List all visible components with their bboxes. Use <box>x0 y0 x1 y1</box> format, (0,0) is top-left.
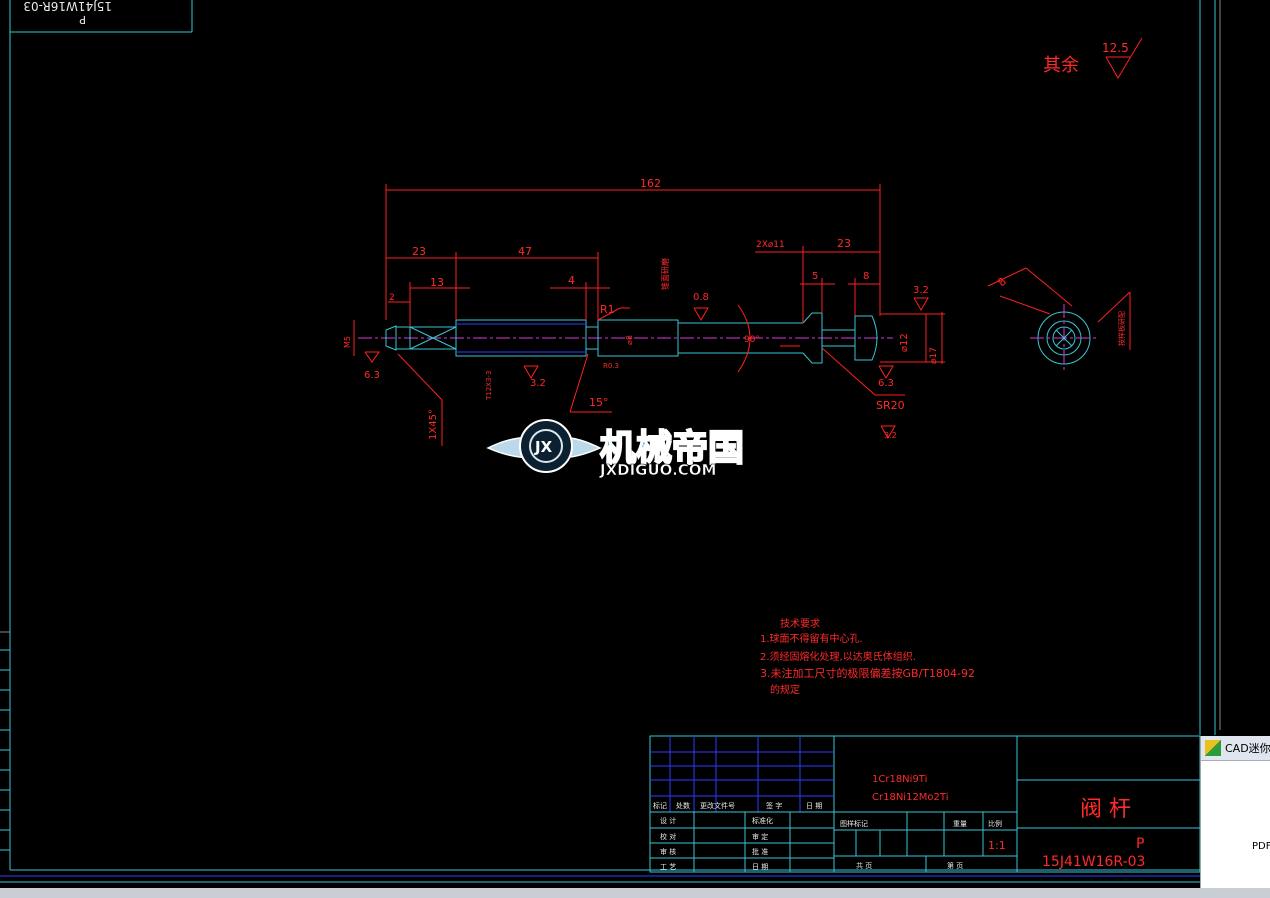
stamp-line2: 15J41W16R-03 <box>23 0 112 13</box>
dim-m5: M5 <box>343 336 352 348</box>
drawing-frame <box>0 0 1221 883</box>
tb-header-doc: 更改文件号 <box>700 801 735 810</box>
tb-row-standard: 标准化 <box>752 816 773 825</box>
dim-dia8: ⌀8 <box>625 335 634 345</box>
tech-req-item-1: 1.球面不得留有中心孔. <box>760 632 863 645</box>
stamp-line1: P <box>79 13 86 26</box>
tb-scale-label: 比例 <box>988 819 1002 828</box>
tb-header-sign: 签 字 <box>766 801 782 810</box>
tb-header-date: 日 期 <box>806 802 822 810</box>
dim-dia12: ⌀12 <box>899 333 910 352</box>
roughness-icon <box>1105 37 1143 79</box>
watermark-cn: 机械帝国 <box>600 428 744 469</box>
ra-6-3-right: 6.3 <box>878 378 894 389</box>
tech-req-item-2: 2.须经固熔化处理,以达奥氏体组织. <box>760 650 916 663</box>
tb-row-process: 工 艺 <box>660 863 676 871</box>
tb-stage-mark: 图样标记 <box>840 819 868 828</box>
tech-req-item-3: 3.未注加工尺寸的极限偏差按GB/T1804-92 <box>760 666 975 680</box>
tb-row-ratify: 批 准 <box>752 847 768 856</box>
ra-3-2-mid: 3.2 <box>530 378 546 389</box>
cad-app-icon <box>1205 740 1221 756</box>
dim-90deg: 90° <box>744 335 760 345</box>
popup-body: PDF <box>1252 841 1270 852</box>
ra-3-2-bottom: 3.2 <box>884 431 897 440</box>
tech-req-title: 技术要求 <box>780 617 820 630</box>
top-left-stamp: P 15J41W16R-03 <box>10 0 193 33</box>
tb-part-name: 阀 杆 <box>1080 797 1131 822</box>
tb-sheet-no: 第 页 <box>947 861 963 870</box>
dim-2: 2 <box>389 293 395 303</box>
dim-13: 13 <box>430 276 444 289</box>
dim-r0-3: R0.3 <box>603 362 619 370</box>
watermark-gear-icon <box>519 419 573 473</box>
dim-47: 47 <box>518 245 532 258</box>
tb-drawing-no-1: P <box>1136 836 1144 852</box>
dim-2x11: 2X⌀11 <box>756 240 785 250</box>
tb-material-2: Cr18Ni12Mo2Ti <box>872 792 949 803</box>
dim-overall: 162 <box>640 177 661 190</box>
tb-header-count: 处数 <box>676 801 690 810</box>
watermark: JX 机械帝国 JXDIGUO.COM <box>486 419 745 479</box>
surface-finish-label: 其余 <box>1043 55 1079 76</box>
ra-0-8: 0.8 <box>693 292 709 303</box>
tb-row-date: 日 期 <box>752 863 768 871</box>
watermark-en: JXDIGUO.COM <box>599 461 716 479</box>
valve-stem-part: 162 23 47 13 2 4 R1 2X⌀11 23 5 8 3.2 0.8… <box>343 177 1126 446</box>
surface-finish-note: 其余 12.5 <box>1043 37 1143 79</box>
tb-row-design: 设 计 <box>660 816 676 825</box>
dim-thread: T12X3-3 <box>485 371 493 401</box>
popup-header[interactable]: CAD迷你 <box>1201 736 1270 761</box>
dim-4: 4 <box>568 274 575 287</box>
technical-requirements: 技术要求 1.球面不得留有中心孔. 2.须经固熔化处理,以达奥氏体组织. 3.未… <box>760 617 975 696</box>
tb-weight: 重量 <box>953 820 967 828</box>
surface-finish-value: 12.5 <box>1102 41 1129 55</box>
dim-23-left: 23 <box>412 245 426 258</box>
tb-material-1: 1Cr18Ni9Ti <box>872 774 927 785</box>
dim-sr20: SR20 <box>876 399 905 412</box>
tech-req-item-4: 的规定 <box>770 683 800 696</box>
cad-mini-popup[interactable]: CAD迷你 PDF <box>1200 736 1270 888</box>
dim-r1: R1 <box>600 303 615 316</box>
ra-3-2-top: 3.2 <box>913 285 929 296</box>
status-bar <box>0 888 1270 898</box>
tb-total-sheets: 共 页 <box>856 861 872 870</box>
dim-dia17: ⌀17 <box>929 347 939 364</box>
tb-header-mark: 标记 <box>653 801 667 810</box>
note-vertical: 锥面研磨 <box>660 258 670 290</box>
tb-drawing-no-2: 15J41W16R-03 <box>1042 854 1145 870</box>
dim-23-right: 23 <box>837 237 851 250</box>
popup-title: CAD迷你 <box>1225 742 1270 755</box>
tb-scale: 1:1 <box>988 839 1006 852</box>
note-side-vertical: 按样板研配 <box>1117 311 1126 346</box>
dim-chamfer: 1X45° <box>428 409 439 440</box>
tb-row-check: 校 对 <box>660 832 676 841</box>
ra-6-3-left: 6.3 <box>364 370 380 381</box>
dim-5: 5 <box>812 271 818 282</box>
tb-row-review: 审 核 <box>660 847 676 856</box>
tb-row-approve: 审 定 <box>752 832 768 841</box>
dim-8: 8 <box>863 271 869 282</box>
watermark-badge: JX <box>534 438 553 456</box>
side-view <box>987 267 1131 372</box>
title-block: 标记 处数 更改文件号 签 字 日 期 设 计 校 对 审 核 工 艺 标准化 … <box>649 735 1201 873</box>
dim-15deg: 15° <box>589 396 609 409</box>
